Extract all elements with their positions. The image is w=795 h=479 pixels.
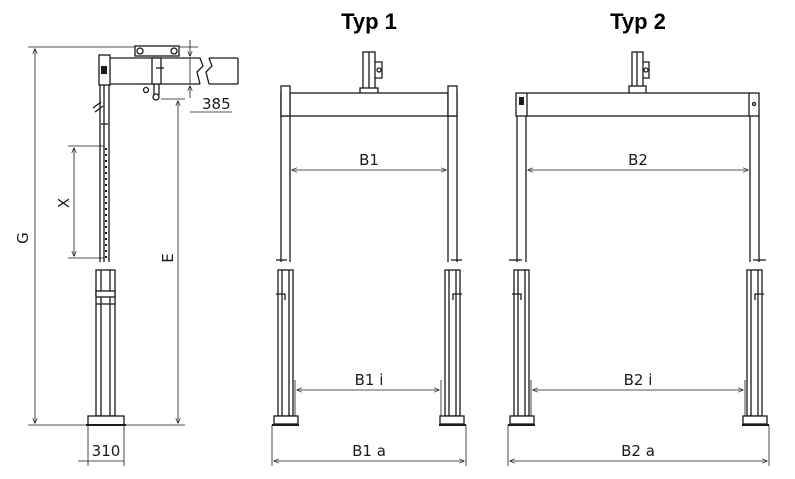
dim-label-b2a: B2 a [621, 442, 655, 460]
dim-label-310: 310 [92, 442, 121, 460]
right-leg-type1 [439, 85, 466, 426]
dim-label-385: 385 [202, 95, 231, 113]
dim-total-height: G [14, 46, 135, 426]
upper-post [92, 85, 110, 262]
left-leg-type2 [508, 116, 535, 426]
frame-type1: Typ 1 [271, 9, 467, 466]
title-type2: Typ 2 [610, 9, 666, 34]
crossbeam-type1 [280, 92, 458, 117]
dim-label-b1i: B1 i [355, 371, 384, 389]
dim-label-b1a: B1 a [352, 442, 386, 460]
lower-post [86, 269, 126, 426]
left-leg-type1 [272, 85, 299, 426]
dim-label-b1: B1 [359, 151, 379, 169]
dim-label-x: X [55, 198, 73, 208]
dim-label-g: G [14, 232, 32, 244]
side-view: G X E 385 [14, 40, 239, 466]
dim-label-b2i: B2 i [624, 371, 653, 389]
dim-arm: 385 [179, 40, 232, 113]
right-leg-type2 [742, 116, 769, 426]
frame-type2: Typ 2 [507, 9, 770, 466]
dim-foot: 310 [78, 425, 125, 466]
dim-clear-height: E [126, 98, 185, 426]
dim-label-e: E [159, 253, 177, 262]
dim-label-b2: B2 [628, 151, 648, 169]
hook-type2 [628, 51, 650, 97]
dim-adjust-range: X [55, 145, 104, 259]
crossbeam-type2 [515, 92, 760, 117]
top-arm [98, 45, 239, 101]
title-type1: Typ 1 [341, 9, 397, 34]
